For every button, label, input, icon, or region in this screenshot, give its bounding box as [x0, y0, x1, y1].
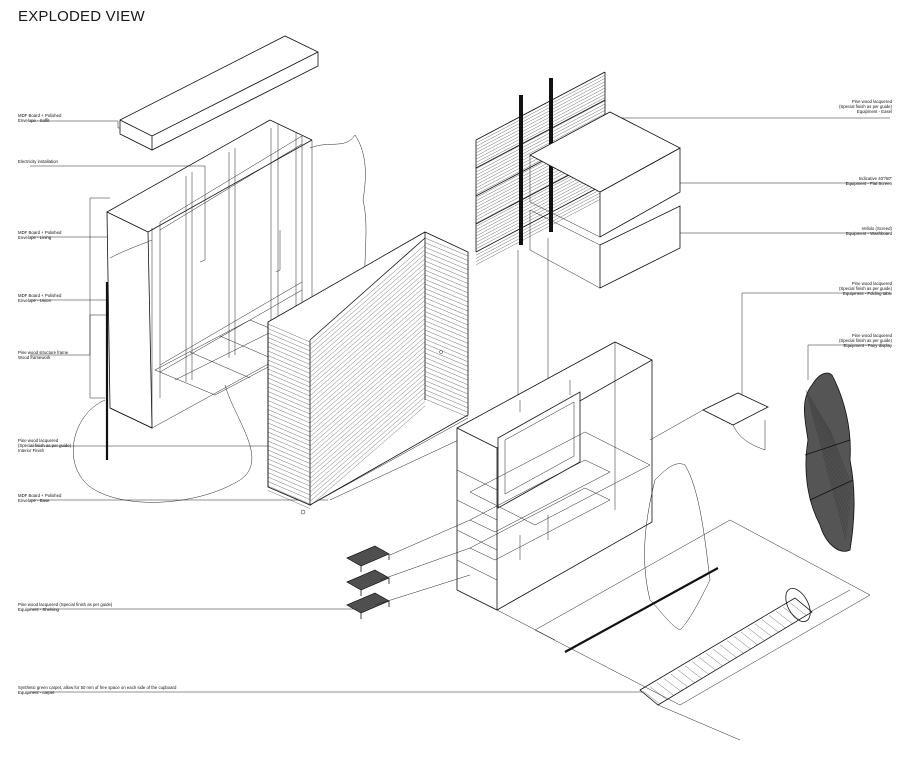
label-interior-material: Pine wood lacquered [18, 438, 59, 443]
label-easel-note: (Special finish as per guide) [838, 104, 892, 110]
flat-screen-box [529, 111, 681, 238]
easel-board [475, 71, 606, 395]
envelope-base [309, 417, 481, 506]
folding-table [649, 392, 769, 451]
label-carpet: Synthetic green carpet, allow for 50 mm … [18, 685, 176, 695]
label-base-part: Envelope - Base [18, 498, 50, 504]
label-lining-material: MDF Board + Polished [18, 230, 62, 235]
label-electricity-text: Electricity installation [18, 159, 58, 164]
label-fairy-display-material: Pine wood lacquered [851, 333, 892, 338]
label-flatscreen-part: Equipment - Flat Screen [845, 181, 892, 187]
label-frame-material: Pine wood structure frame [18, 350, 69, 355]
interior-finish-panel [267, 231, 469, 515]
label-frame: Pine wood structure frame Wood framework [18, 350, 68, 360]
label-carpet-part: Equipment - carpet [18, 690, 55, 696]
label-washboard: Vellolo (Screed) Equipment - Washboard [846, 226, 892, 236]
label-frame-part: Wood framework [18, 355, 51, 361]
label-electricity: Electricity installation [18, 159, 58, 164]
label-carpet-material: Synthetic green carpet, allow for 50 mm … [18, 685, 177, 690]
label-fairy-display-part: Equipment - Fairy display [843, 343, 892, 349]
soffit-panel [119, 35, 319, 151]
label-folding-table-material: Pine wood lacquered [851, 281, 892, 286]
label-washboard-part: Equipment - Washboard [845, 231, 892, 237]
label-interior-part: Interior Finish [18, 448, 45, 454]
label-easel: Pine wood lacquered (Special finish as p… [839, 99, 892, 115]
label-soffit-part: Envelope - Soffit [18, 118, 50, 124]
label-folding-table-part: Equipment - Folding table [843, 291, 892, 297]
mirror-shape [644, 463, 711, 631]
label-folding-table-note: (Special finish as per guide) [838, 286, 892, 292]
label-easel-part: Equipment - Easel [856, 109, 892, 115]
label-soffit: MDF Board + Polished Envelope - Soffit [18, 113, 61, 123]
cupboard-unit [456, 341, 653, 611]
highlight-bubble [72, 239, 252, 503]
label-lining: MDF Board + Polished Envelope - Lining [18, 230, 61, 240]
label-base-material: MDF Board + Polished [18, 493, 62, 498]
label-flatscreen: Indicative 40"/50" Equipment - Flat Scre… [846, 176, 892, 186]
label-unions: MDF Board + Polished Envelope - Union [18, 293, 61, 303]
label-interior-note: (Special finish as per guide) [18, 443, 72, 449]
label-easel-material: Pine wood lacquered [851, 99, 892, 104]
label-lining-part: Envelope - Lining [18, 235, 52, 241]
label-soffit-material: MDF Board + Polished [18, 113, 62, 118]
label-washboard-material: Vellolo (Screed) [861, 226, 892, 231]
label-base: MDF Board + Polished Envelope - Base [18, 493, 61, 503]
label-unions-part: Envelope - Union [18, 298, 51, 304]
shelving-parts [346, 519, 471, 619]
label-folding-table: Pine wood lacquered (Special finish as p… [839, 281, 892, 297]
label-shelving-part: Equipment - Shelving [18, 607, 59, 613]
label-fairy-display: Pine wood lacquered (Special finish as p… [839, 333, 892, 349]
label-interior: Pine wood lacquered (Special finish as p… [18, 438, 71, 454]
label-unions-material: MDF Board + Polished [18, 293, 62, 298]
floor-and-carpet [496, 519, 871, 741]
label-shelving-material: Pine wood lacquered (Special finish as p… [18, 602, 113, 607]
washboard-box [529, 205, 681, 289]
label-flatscreen-size: Indicative 40"/50" [858, 176, 892, 181]
fairy-display [803, 372, 855, 552]
leader-lines-right [600, 117, 890, 395]
label-fairy-display-note: (Special finish as per guide) [838, 338, 892, 344]
drawing-title: EXPLODED VIEW [18, 8, 145, 25]
label-shelving: Pine wood lacquered (Special finish as p… [18, 602, 112, 612]
